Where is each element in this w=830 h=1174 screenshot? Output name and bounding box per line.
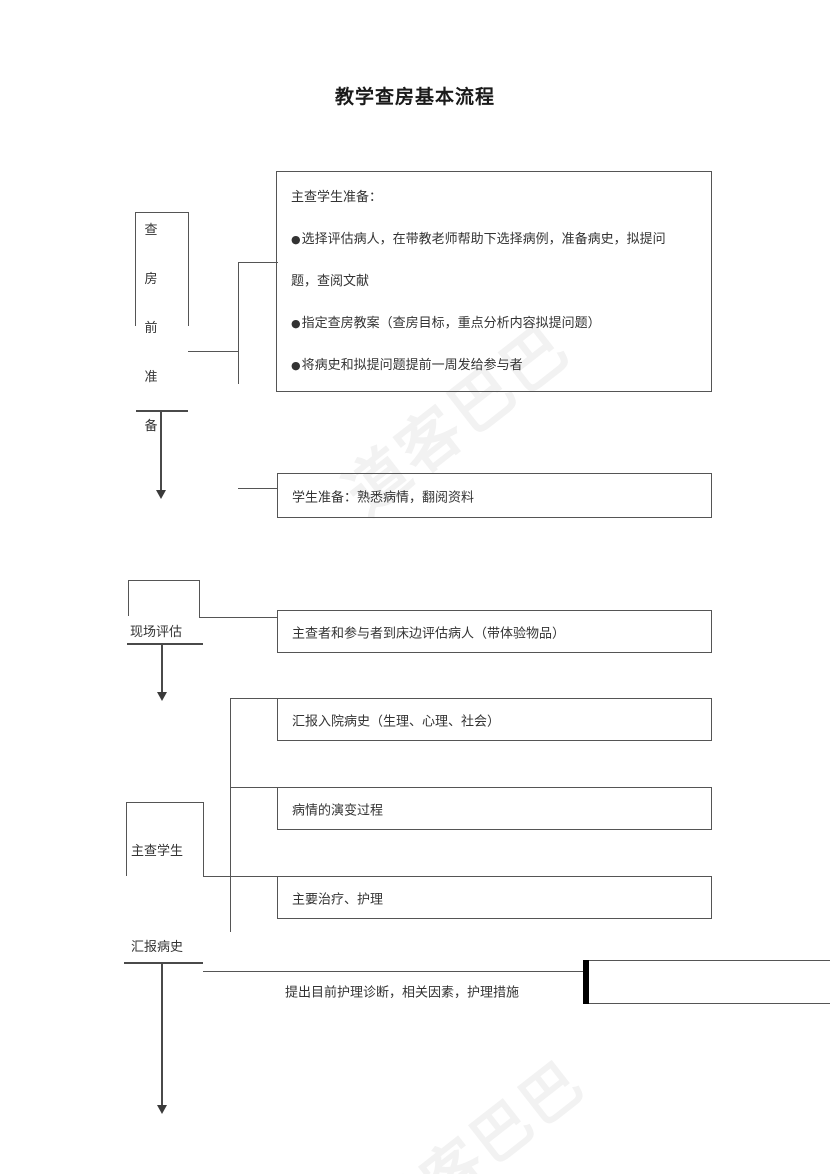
onsite-bracket-right bbox=[199, 580, 200, 617]
box-admission-history: 汇报入院病史（生理、心理、社会） bbox=[277, 698, 712, 741]
branch-stub-treatment bbox=[230, 876, 277, 877]
onsite-bracket-stub bbox=[199, 617, 278, 618]
prep-bullet-1-line-2: 题，查阅文献 bbox=[291, 274, 370, 289]
box-empty-right bbox=[583, 960, 830, 1004]
stage-label-onsite-assessment: 现场评估 bbox=[130, 621, 183, 640]
onsite-arrow-head bbox=[157, 692, 167, 701]
stage-char-3: 前 bbox=[144, 321, 158, 336]
prep-connector-to-box bbox=[238, 262, 278, 263]
stage-label-pre-round-prep: 查 房 前 准 备 bbox=[140, 224, 162, 469]
nursing-diagnosis-text: 提出目前护理诊断，相关因素，护理措施 bbox=[285, 985, 520, 1001]
branch-stub-history bbox=[230, 698, 277, 699]
stage-label-primary-student: 主查学生 bbox=[131, 840, 184, 859]
box-nursing-diagnosis: 提出目前护理诊断，相关因素，护理措施 bbox=[277, 971, 583, 1011]
report-arrow-head bbox=[157, 1105, 167, 1114]
box-main-treatment: 主要治疗、护理 bbox=[277, 876, 712, 919]
empty-right-accent-bar bbox=[583, 960, 589, 1004]
box-prep-details: 主查学生准备： ●选择评估病人，在带教老师帮助下选择病例，准备病史，拟提问 题，… bbox=[276, 171, 712, 392]
prep-bullet-1-text: 选择评估病人，在带教老师帮助下选择病例，准备病史，拟提问 bbox=[301, 232, 666, 247]
prep-bullet-3-text: 将病史和拟提问题提前一周发给参与者 bbox=[301, 358, 523, 373]
prep-arrow-head bbox=[156, 490, 166, 499]
prep-bracket-right bbox=[188, 212, 189, 326]
box-bedside-assessment: 主查者和参与者到床边评估病人（带体验物品） bbox=[277, 610, 712, 653]
prep-arrow-cap bbox=[136, 410, 188, 412]
page-title: 教学查房基本流程 bbox=[334, 86, 495, 108]
stage-char-5: 备 bbox=[144, 419, 158, 434]
prep-connector-horizontal bbox=[188, 351, 238, 352]
prep-bullet-3: ●将病史和拟提问题提前一周发给参与者 bbox=[291, 354, 523, 373]
box-student-prep: 学生准备：熟悉病情，翻阅资料 bbox=[277, 473, 712, 518]
stage-char-4: 准 bbox=[144, 370, 158, 385]
bullet-icon: ● bbox=[291, 233, 301, 246]
box-disease-course: 病情的演变过程 bbox=[277, 787, 712, 830]
onsite-arrow-shaft bbox=[161, 645, 163, 694]
onsite-label-underline bbox=[127, 643, 203, 645]
student-prep-connector bbox=[238, 488, 278, 489]
onsite-bracket-left bbox=[128, 580, 129, 616]
bullet-icon: ● bbox=[291, 317, 301, 330]
prep-bracket-left bbox=[135, 212, 136, 326]
branch-spine bbox=[230, 698, 231, 932]
prep-connector-vertical bbox=[238, 262, 239, 384]
prep-bracket-top bbox=[135, 212, 189, 213]
main-treatment-text: 主要治疗、护理 bbox=[292, 892, 384, 907]
branch-stub-course bbox=[230, 787, 277, 788]
onsite-bracket-top bbox=[128, 580, 200, 581]
prep-bullet-1-line-1: ●选择评估病人，在带教老师帮助下选择病例，准备病史，拟提问 bbox=[291, 228, 666, 247]
stage-char-1: 查 bbox=[144, 223, 158, 238]
primary-student-bracket-left bbox=[126, 802, 127, 876]
student-prep-text: 学生准备：熟悉病情，翻阅资料 bbox=[292, 490, 475, 505]
bedside-text: 主查者和参与者到床边评估病人（带体验物品） bbox=[292, 626, 566, 641]
prep-bullet-2-text: 指定查房教案（查房目标，重点分析内容拟提问题） bbox=[301, 316, 601, 331]
admission-history-text: 汇报入院病史（生理、心理、社会） bbox=[292, 714, 501, 729]
report-history-underline bbox=[124, 962, 203, 964]
disease-course-text: 病情的演变过程 bbox=[292, 803, 384, 818]
primary-student-bracket-stub bbox=[203, 876, 231, 877]
prep-bullet-2: ●指定查房教案（查房目标，重点分析内容拟提问题） bbox=[291, 312, 601, 331]
report-arrow-shaft bbox=[161, 962, 163, 1107]
stage-char-2: 房 bbox=[144, 272, 158, 287]
bullet-icon: ● bbox=[291, 359, 301, 372]
nursing-diagnosis-connector bbox=[203, 971, 583, 972]
prep-heading: 主查学生准备： bbox=[291, 190, 383, 205]
primary-student-bracket-right bbox=[203, 802, 204, 876]
stage-label-report-history: 汇报病史 bbox=[131, 936, 184, 955]
primary-student-bracket-top bbox=[126, 802, 204, 803]
watermark-text-secondary: 道客巴巴 bbox=[360, 1046, 598, 1174]
prep-arrow-shaft bbox=[160, 410, 162, 492]
